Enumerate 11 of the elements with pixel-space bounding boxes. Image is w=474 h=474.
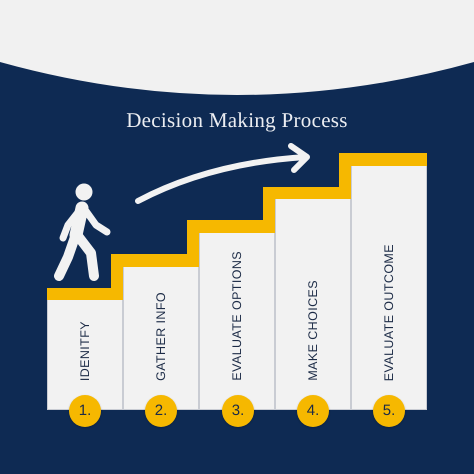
step-number: 1.	[69, 395, 101, 427]
step-label: EVALUATE OUTCOME	[382, 244, 396, 381]
step-label: GATHER INFO	[154, 292, 168, 381]
step-number: 5.	[373, 395, 405, 427]
step-label: MAKE CHOICES	[306, 280, 320, 381]
step-number: 3.	[222, 395, 254, 427]
step-number: 2.	[145, 395, 177, 427]
step-label: IDENITFY	[78, 320, 92, 381]
title: Decision Making Process	[125, 108, 349, 133]
step-number: 4.	[297, 395, 329, 427]
step-label: EVALUATE OPTIONS	[230, 251, 244, 381]
